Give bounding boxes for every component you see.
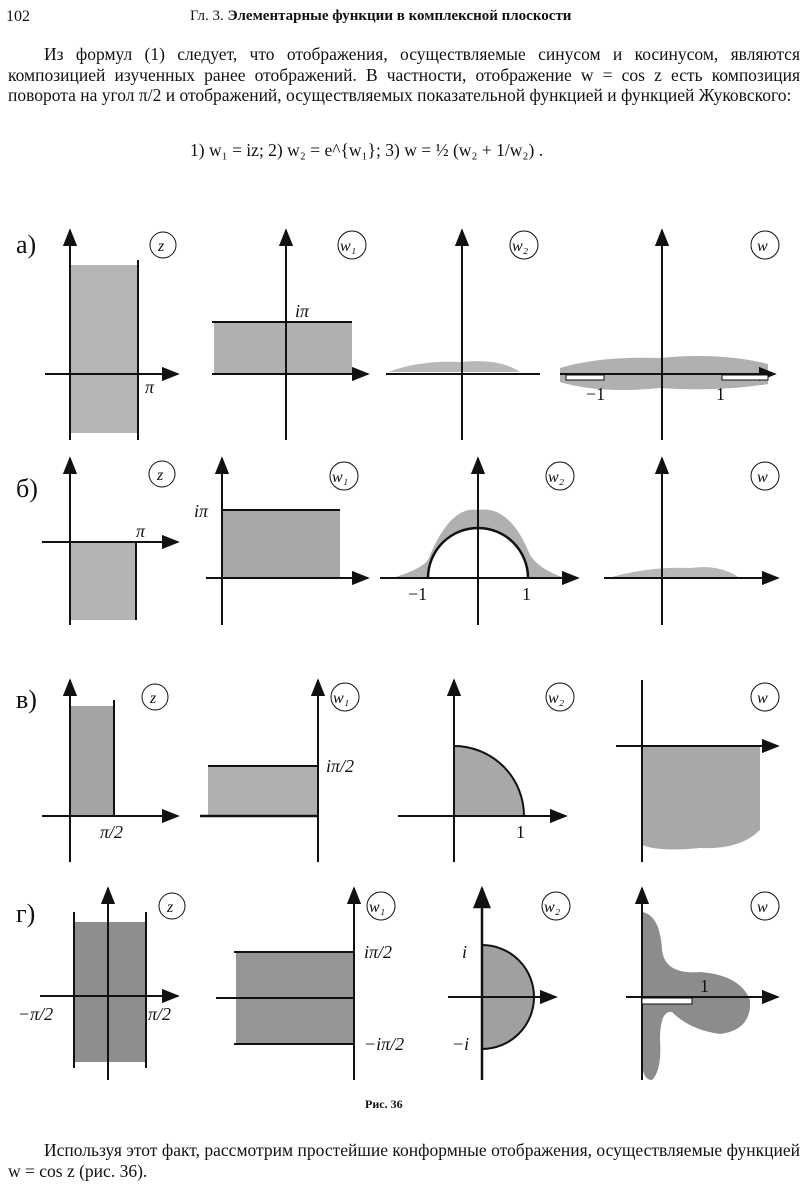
figure-36: а) z π w₁ iπ w₂ w −1 1 б) z π w₁ iπ w₂ −	[16, 228, 780, 1080]
plane-badge	[148, 460, 176, 488]
slit	[641, 997, 693, 1005]
plane-badge	[750, 230, 780, 260]
plane-label-z: z	[157, 238, 165, 255]
tick-minus-1: −1	[586, 384, 605, 404]
tick-pi-2: π/2	[148, 1004, 171, 1024]
tick-minus-ipi-2: −iπ/2	[364, 1034, 404, 1054]
slit-right	[721, 374, 769, 381]
plane-badge	[750, 682, 780, 712]
formula-composition: 1) w₁ = iz; 2) w₂ = e^{w₁}; 3) w = ½ (w₂…	[190, 140, 544, 160]
running-head: Гл. 3. Элементарные функции в комплексно…	[190, 8, 571, 25]
plane-badge	[750, 461, 780, 491]
plane-label-w: w	[757, 238, 768, 255]
tick-ipi: iπ	[295, 301, 310, 321]
tick-ipi: iπ	[194, 501, 209, 521]
plane-label-w: w	[757, 899, 768, 916]
tick-pi: π	[145, 377, 155, 397]
plane-badge	[158, 892, 186, 920]
chapter-title: Элементарные функции в комплексной плоск…	[227, 8, 572, 24]
plane-label-w1: w₁	[369, 899, 385, 916]
plane-label-z: z	[166, 899, 174, 916]
tick-minus-1: −1	[408, 584, 427, 604]
slit-left	[565, 374, 605, 381]
plane-label-w2: w₂	[544, 899, 561, 916]
plane-badge	[545, 682, 575, 712]
quarter-disk	[453, 744, 526, 817]
paragraph-conclusion: Используя этот факт, рассмотрим простейш…	[8, 1140, 800, 1181]
row-label-g: г)	[16, 899, 35, 928]
shaded-strip	[74, 922, 146, 1062]
paragraph-intro: Из формул (1) следует, что отображения, …	[8, 44, 800, 105]
tick-1: 1	[716, 384, 725, 404]
tick-1: 1	[522, 584, 531, 604]
shaded-half-strip	[70, 542, 136, 620]
shaded-half-strip	[70, 706, 114, 816]
tick-1: 1	[516, 822, 525, 842]
plane-badge	[750, 891, 780, 921]
tick-ipi-2: iπ/2	[364, 942, 392, 962]
tick-1: 1	[700, 976, 709, 996]
figure-caption: Рис. 36	[365, 1097, 403, 1111]
chapter-number: Гл. 3.	[190, 8, 224, 24]
tick-pi: π	[136, 521, 146, 541]
plane-label-z: z	[149, 690, 157, 707]
tick-ipi-2: iπ/2	[326, 756, 354, 776]
tick-i: i	[462, 942, 467, 962]
shaded-quadrant	[642, 746, 760, 850]
shaded-region	[608, 567, 740, 578]
plane-badge	[141, 683, 169, 711]
plane-label-w1: w₁	[332, 469, 348, 486]
row-label-a: а)	[16, 230, 36, 259]
plane-label-w2: w₂	[548, 690, 565, 707]
page-number: 102	[6, 8, 30, 25]
shaded-band	[214, 322, 352, 374]
plane-badge	[337, 230, 367, 260]
shaded-region	[388, 361, 520, 372]
plane-label-z: z	[156, 467, 164, 484]
tick-pi-2: π/2	[100, 822, 123, 842]
row-label-b: б)	[16, 474, 38, 503]
shaded-half-band	[222, 510, 340, 578]
plane-label-w1: w₁	[333, 690, 349, 707]
plane-badge	[149, 231, 177, 259]
tick-minus-pi-2: −π/2	[18, 1004, 53, 1024]
tick-minus-i: −i	[452, 1034, 469, 1054]
shaded-half-band	[208, 766, 318, 816]
plane-label-w1: w₁	[340, 238, 356, 255]
plane-label-w2: w₂	[548, 469, 565, 486]
plane-label-w: w	[757, 469, 768, 486]
plane-badge	[541, 891, 571, 921]
plane-badge	[509, 230, 539, 260]
plane-badge	[545, 461, 575, 491]
plane-label-w2: w₂	[512, 238, 529, 255]
plane-badge	[366, 891, 396, 921]
shaded-strip	[70, 265, 138, 433]
row-label-v: в)	[16, 685, 37, 714]
plane-badge	[329, 461, 359, 491]
plane-badge	[330, 682, 360, 712]
plane-label-w: w	[757, 690, 768, 707]
